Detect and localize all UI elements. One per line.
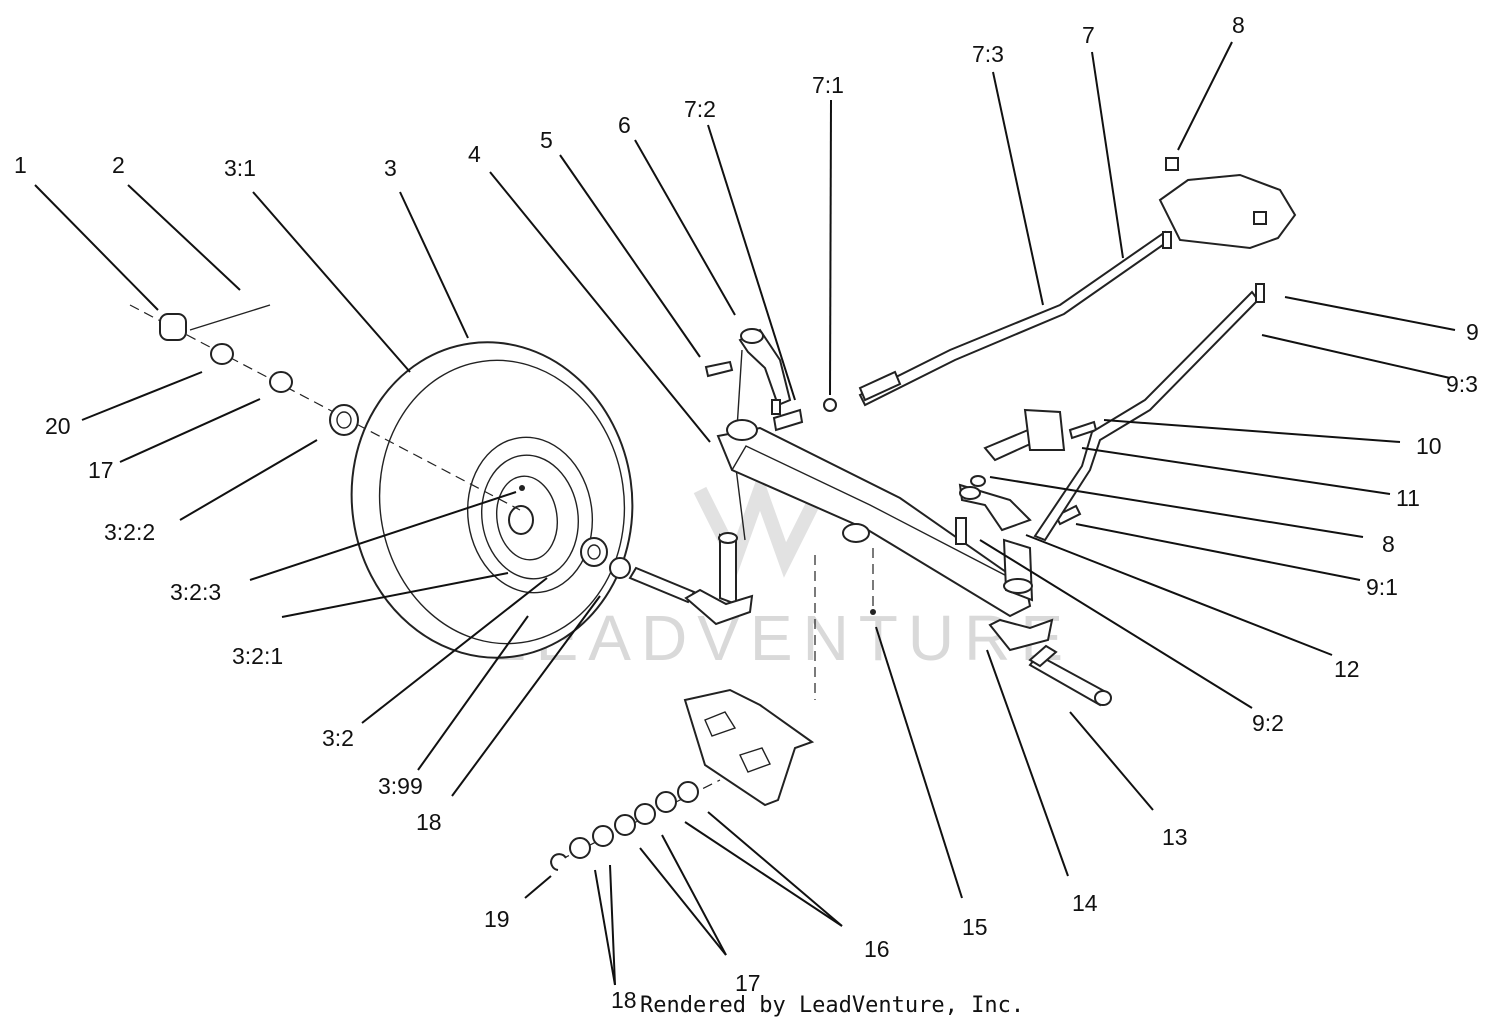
- callout-7-3: 7:3: [972, 41, 1004, 67]
- credit-text: Rendered by LeadVenture, Inc.: [640, 993, 1024, 1018]
- callout-11: 11: [1396, 485, 1420, 511]
- support-plate: [683, 688, 815, 807]
- callout-20: 20: [45, 413, 71, 439]
- callout-7-2: 7:2: [684, 96, 716, 122]
- axle-beam: [716, 419, 1032, 700]
- callout-3-99: 3:99: [378, 773, 423, 799]
- callout-3: 3: [384, 155, 397, 181]
- callout-17-bottom: 17: [735, 970, 761, 996]
- callout-6: 6: [618, 112, 631, 138]
- leader-lines: [34, 41, 1456, 986]
- callout-10: 10: [1416, 433, 1442, 459]
- callout-4: 4: [468, 141, 481, 167]
- callout-15: 15: [962, 914, 988, 940]
- right-spindle: [955, 475, 1112, 707]
- callout-5: 5: [540, 127, 553, 153]
- callout-14: 14: [1072, 890, 1098, 916]
- callout-3-2-1: 3:2:1: [232, 643, 283, 669]
- callout-8-mid: 8: [1382, 531, 1395, 557]
- callout-8-top: 8: [1232, 12, 1245, 38]
- callout-3-2-2: 3:2:2: [104, 519, 155, 545]
- callout-7-1: 7:1: [812, 72, 844, 98]
- callout-18-bottom: 18: [611, 987, 637, 1013]
- callout-9: 9: [1466, 319, 1479, 345]
- callout-1: 1: [14, 152, 27, 178]
- callout-labels: 1 2 3:1 3 4 5 6 7:2 7:1 7:3 7 8 9 9:3 10…: [14, 12, 1479, 1013]
- callout-16: 16: [864, 936, 890, 962]
- callout-2: 2: [112, 152, 125, 178]
- callout-3-2-3: 3:2:3: [170, 579, 221, 605]
- callout-9-1: 9:1: [1366, 574, 1398, 600]
- steering-sector: [1158, 157, 1297, 250]
- left-spindle: [684, 328, 804, 626]
- washer-stack: [550, 779, 721, 871]
- hub-parts-left: [129, 304, 521, 511]
- callout-9-2: 9:2: [1252, 710, 1284, 736]
- callout-3-1: 3:1: [224, 155, 256, 181]
- callout-13: 13: [1162, 824, 1188, 850]
- callout-7: 7: [1082, 22, 1095, 48]
- callout-19: 19: [484, 906, 510, 932]
- hub-parts-right: [580, 537, 696, 604]
- callout-3-2: 3:2: [322, 725, 354, 751]
- drag-link: [823, 230, 1172, 412]
- tie-rod: [1033, 283, 1265, 542]
- callout-18-left: 18: [416, 809, 442, 835]
- callout-12: 12: [1334, 656, 1360, 682]
- callout-17-left: 17: [88, 457, 114, 483]
- callout-9-3: 9:3: [1446, 371, 1478, 397]
- pivot-bracket: [983, 408, 1098, 462]
